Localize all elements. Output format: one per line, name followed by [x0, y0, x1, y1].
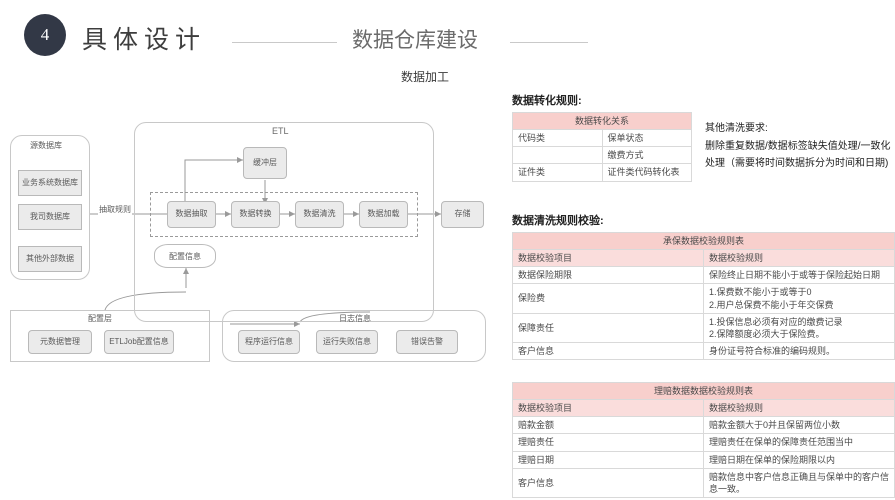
pipeline-dashed-boundary — [150, 192, 418, 237]
transform-cell-c2: 证件类代码转化表 — [601, 163, 692, 182]
page-header: 4 具体设计 数据仓库建设 数据加工 — [0, 0, 895, 84]
underwriting-cell-c2: 保险终止日期不能小于或等于保险起始日期 — [703, 266, 895, 285]
claims-col1-header: 数据校验项目 — [512, 399, 704, 418]
etl-group — [134, 122, 434, 322]
table-row: 赔款金额 赔款金额大于0并且保留两位小数 — [512, 416, 895, 435]
source-item-0: 业务系统数据库 — [18, 170, 82, 196]
transform-rules-table: 数据转化关系 代码类 保单状态 缴费方式 证件类 证件类代码转化表 — [512, 111, 692, 182]
transform-table-header: 数据转化关系 — [512, 111, 692, 131]
table-row: 理赔数据数据校验规则表 — [512, 381, 895, 401]
transform-cell-c2: 缴费方式 — [601, 146, 692, 165]
claims-cell-c1: 赔款金额 — [512, 416, 704, 435]
table-row: 客户信息 赔款信息中客户信息正确且与保单中的客户信息一致。 — [512, 467, 895, 498]
other-cleaning-note-body: 删除重复数据/数据标签缺失值处理/一致化处理（需要将时间数据拆分为时间和日期) — [705, 140, 891, 170]
source-database-group — [10, 135, 90, 280]
table-row: 代码类 保单状态 — [512, 129, 692, 148]
claims-cell-c1: 客户信息 — [512, 467, 704, 498]
table-row: 理赔责任 理赔责任在保单的保障责任范围当中 — [512, 433, 895, 452]
source-item-1: 我司数据库 — [18, 204, 82, 230]
other-cleaning-note-title: 其他清洗要求: — [705, 123, 768, 134]
underwriting-cell-c2: 1.保费数不能小于或等于0 2.用户总保费不能小于年交保费 — [703, 283, 895, 314]
etl-group-label: ETL — [272, 126, 289, 136]
extract-rule-edge-label: 抽取规则 — [98, 204, 132, 215]
underwriting-col1-header: 数据校验项目 — [512, 249, 704, 268]
diagram-connectors — [90, 157, 441, 327]
claims-cell-c1: 理赔责任 — [512, 433, 704, 452]
claims-cell-c2: 理赔责任在保单的保障责任范围当中 — [703, 433, 895, 452]
underwriting-cell-c1: 数据保险期限 — [512, 266, 704, 285]
transform-cell-c1: 证件类 — [512, 163, 603, 182]
table-row: 保障责任 1.投保信息必须有对应的缴费记录 2.保障额度必须大于保险费。 — [512, 312, 895, 343]
page-title: 具体设计 — [82, 26, 207, 54]
underwriting-cell-c2: 1.投保信息必须有对应的缴费记录 2.保障额度必须大于保险费。 — [703, 312, 895, 343]
table-row: 数据保险期限 保险终止日期不能小于或等于保险起始日期 — [512, 266, 895, 285]
config-info-cylinder: 配置信息 — [154, 244, 216, 268]
underwriting-cell-c1: 保障责任 — [512, 312, 704, 343]
underwriting-col2-header: 数据校验规则 — [703, 249, 895, 268]
table-row: 证件类 证件类代码转化表 — [512, 163, 692, 182]
claims-cell-c2: 赔款信息中客户信息正确且与保单中的客户信息一致。 — [703, 467, 895, 498]
claims-validation-table: 理赔数据数据校验规则表 数据校验项目 数据校验规则 赔款金额 赔款金额大于0并且… — [512, 381, 895, 498]
page-subtitle: 数据仓库建设 — [352, 29, 478, 52]
pipeline-step-2: 数据清洗 — [295, 201, 344, 228]
claims-cell-c2: 赔款金额大于0并且保留两位小数 — [703, 416, 895, 435]
other-cleaning-note: 其他清洗要求: 删除重复数据/数据标签缺失值处理/一致化处理（需要将时间数据拆分… — [705, 120, 895, 173]
table-row: 缴费方式 — [512, 146, 692, 165]
table-row: 数据转化关系 — [512, 111, 692, 131]
etl-architecture-diagram: 源数据库 业务系统数据库 我司数据库 其他外部数据 ETL 缓冲层 数据抽取 数… — [0, 92, 500, 500]
cleaning-rules-title: 数据清洗规则校验: — [512, 215, 604, 227]
log-item-0: 程序运行信息 — [238, 330, 300, 354]
transform-rules-title: 数据转化规则: — [512, 95, 582, 107]
underwriting-cell-c1: 客户信息 — [512, 341, 704, 361]
transform-cell-c2: 保单状态 — [601, 129, 692, 148]
log-info-group — [222, 310, 486, 362]
source-database-group-label: 源数据库 — [30, 141, 62, 150]
config-item-1: ETLJob配置信息 — [104, 330, 174, 354]
claims-cell-c2: 理赔日期在保单的保险期限以内 — [703, 450, 895, 469]
table-row: 保险费 1.保费数不能小于或等于0 2.用户总保费不能小于年交保费 — [512, 283, 895, 314]
pipeline-step-3: 数据加载 — [359, 201, 408, 228]
table-row: 理赔日期 理赔日期在保单的保险期限以内 — [512, 450, 895, 469]
pipeline-step-0: 数据抽取 — [167, 201, 216, 228]
transform-cell-c1: 代码类 — [512, 129, 603, 148]
claims-col2-header: 数据校验规则 — [703, 399, 895, 418]
table-row: 客户信息 身份证号符合标准的编码规则。 — [512, 341, 895, 361]
claims-cell-c1: 理赔日期 — [512, 450, 704, 469]
claims-table-header: 理赔数据数据校验规则表 — [512, 381, 895, 401]
underwriting-validation-table: 承保数据校验规则表 数据校验项目 数据校验规则 数据保险期限 保险终止日期不能小… — [512, 231, 895, 361]
log-item-2: 错误告警 — [396, 330, 458, 354]
underwriting-table-header: 承保数据校验规则表 — [512, 231, 895, 251]
log-item-1: 运行失败信息 — [316, 330, 378, 354]
source-item-2: 其他外部数据 — [18, 246, 82, 272]
log-info-group-label: 日志信息 — [339, 314, 371, 323]
buffer-layer-node: 缓冲层 — [243, 147, 287, 179]
storage-node: 存储 — [441, 201, 484, 228]
table-row: 数据校验项目 数据校验规则 — [512, 249, 895, 268]
config-layer-group — [10, 310, 210, 362]
rules-panel: 数据转化规则: 数据转化关系 代码类 保单状态 缴费方式 证件类 证件类代码转化… — [505, 92, 895, 500]
underwriting-cell-c2: 身份证号符合标准的编码规则。 — [703, 341, 895, 361]
table-row: 承保数据校验规则表 — [512, 231, 895, 251]
transform-cell-c1 — [512, 146, 603, 165]
pipeline-step-1: 数据转换 — [231, 201, 280, 228]
underwriting-cell-c1: 保险费 — [512, 283, 704, 314]
section-number-badge: 4 — [24, 14, 66, 56]
page-sub-caption: 数据加工 — [401, 70, 450, 84]
header-rule-left — [232, 42, 337, 43]
config-layer-group-label: 配置层 — [88, 314, 112, 323]
table-row: 数据校验项目 数据校验规则 — [512, 399, 895, 418]
config-item-0: 元数据管理 — [28, 330, 92, 354]
header-rule-right — [510, 42, 588, 43]
